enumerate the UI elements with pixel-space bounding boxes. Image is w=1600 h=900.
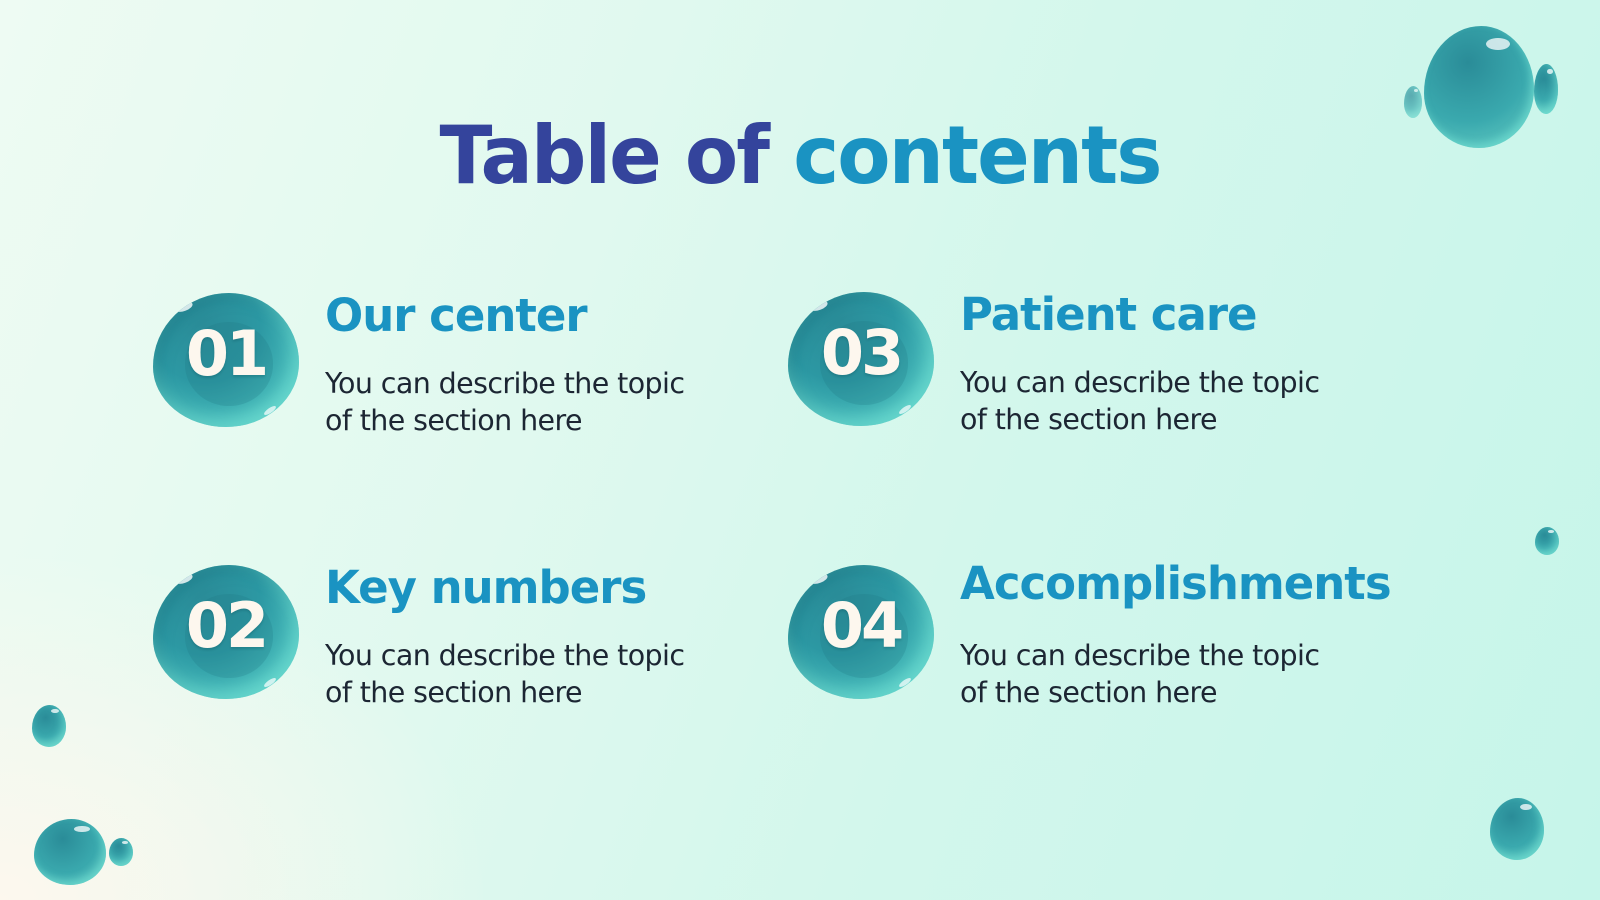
page-title: Table of contents	[24, 115, 1576, 196]
title-part-1: Table of	[439, 108, 770, 202]
item-number: 03	[820, 316, 904, 389]
item-heading: Our center	[325, 289, 588, 342]
bubble-icon	[1490, 798, 1544, 860]
item-number: 04	[820, 589, 904, 662]
bubble-icon	[1534, 64, 1558, 114]
item-heading: Accomplishments	[960, 557, 1392, 610]
toc-item-02: 02 Key numbers You can describe the topi…	[153, 565, 813, 715]
item-heading: Patient care	[960, 288, 1258, 341]
toc-item-03: 03 Patient care You can describe the top…	[788, 292, 1448, 442]
bubble-icon	[34, 819, 106, 885]
bubble-icon	[1535, 527, 1559, 555]
item-heading: Key numbers	[325, 561, 647, 614]
item-description: You can describe the topic of the sectio…	[960, 366, 1320, 436]
toc-item-01: 01 Our center You can describe the topic…	[153, 293, 813, 443]
item-number: 02	[185, 589, 269, 662]
number-bubble-icon: 03	[788, 292, 934, 426]
bubble-icon	[109, 838, 133, 866]
item-description: You can describe the topic of the sectio…	[960, 639, 1320, 709]
item-number: 01	[185, 317, 269, 390]
number-bubble-icon: 01	[153, 293, 299, 427]
bubble-icon	[32, 705, 66, 747]
item-description: You can describe the topic of the sectio…	[325, 367, 685, 437]
number-bubble-icon: 04	[788, 565, 934, 699]
bubble-icon	[1404, 86, 1422, 118]
title-part-2: contents	[793, 108, 1162, 202]
number-bubble-icon: 02	[153, 565, 299, 699]
item-description: You can describe the topic of the sectio…	[325, 639, 685, 709]
toc-item-04: 04 Accomplishments You can describe the …	[788, 561, 1448, 715]
bubble-icon	[1424, 26, 1534, 148]
